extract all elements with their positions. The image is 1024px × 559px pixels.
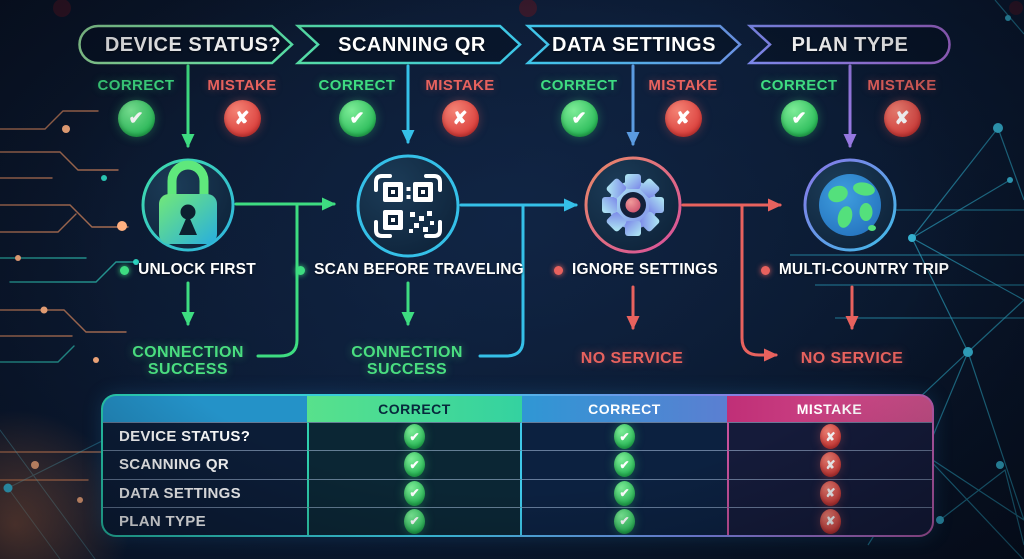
check-icon: ✔ <box>404 508 425 534</box>
cross-icon: ✘ <box>223 100 261 137</box>
cross-icon: ✘ <box>883 100 921 137</box>
bullet-icon <box>760 265 770 275</box>
table-cell: ✘ <box>727 422 932 451</box>
check-icon: ✔ <box>614 480 635 506</box>
outcome-connection-success-2: CONNECTION SUCCESS <box>351 344 463 378</box>
branch-correct-2: CORRECT ✔ <box>302 77 412 137</box>
table-header-empty <box>103 396 307 422</box>
gear-icon <box>584 156 682 254</box>
note-text: IGNORE SETTINGS <box>572 261 718 278</box>
cross-icon: ✘ <box>820 424 841 450</box>
table-cell: ✘ <box>727 506 932 535</box>
check-icon: ✔ <box>780 100 818 137</box>
table-row-label: DEVICE STATUS? <box>103 422 307 451</box>
bullet-icon <box>554 265 564 275</box>
lock-icon <box>141 158 235 252</box>
cross-icon: ✘ <box>820 480 841 506</box>
step-title-plan-type: PLAN TYPE <box>791 33 909 56</box>
elbow-to-no-service-2 <box>740 203 778 362</box>
mistake-label: MISTAKE <box>648 77 718 94</box>
table-row-label: DATA SETTINGS <box>103 478 307 507</box>
bullet-icon <box>296 265 306 275</box>
table-cell: ✔ <box>522 422 727 451</box>
globe-icon <box>803 158 897 252</box>
note-scan-before-traveling: SCAN BEFORE TRAVELING <box>285 261 535 279</box>
check-icon: ✔ <box>404 424 425 450</box>
table-cell: ✔ <box>307 478 522 507</box>
check-icon: ✔ <box>560 100 598 137</box>
step-title-data-settings: DATA SETTINGS <box>552 33 716 56</box>
cross-icon: ✘ <box>441 100 479 137</box>
correct-label: CORRECT <box>318 77 396 94</box>
note-ignore-settings: IGNORE SETTINGS <box>511 261 761 279</box>
correct-label: CORRECT <box>540 77 618 94</box>
check-icon: ✔ <box>614 508 635 534</box>
check-icon: ✔ <box>614 452 635 478</box>
correct-label: CORRECT <box>760 77 838 94</box>
correct-label: CORRECT <box>97 77 175 94</box>
table-cell: ✔ <box>307 422 522 451</box>
table-row-label: PLAN TYPE <box>103 506 307 535</box>
table-cell: ✘ <box>727 478 932 507</box>
table-cell: ✔ <box>522 506 727 535</box>
summary-table: CORRECT CORRECT MISTAKE DEVICE STATUS? ✔… <box>101 394 934 537</box>
check-icon: ✔ <box>338 100 376 137</box>
note-multi-country-trip: MULTI-COUNTRY TRIP <box>730 261 980 279</box>
cross-icon: ✘ <box>820 508 841 534</box>
outcome-no-service-1: NO SERVICE <box>580 350 684 367</box>
step-title-scanning-qr: SCANNING QR <box>338 33 486 56</box>
outcome-connection-success-1: CONNECTION SUCCESS <box>132 344 244 378</box>
note-text: UNLOCK FIRST <box>138 261 256 278</box>
table-cell: ✘ <box>727 450 932 479</box>
step-title-device-status: DEVICE STATUS? <box>104 33 282 56</box>
branch-correct-4: CORRECT ✔ <box>744 77 854 137</box>
mistake-label: MISTAKE <box>207 77 277 94</box>
outcome-no-service-2: NO SERVICE <box>800 350 904 367</box>
table-header-correct-2: CORRECT <box>522 396 727 422</box>
branch-correct-3: CORRECT ✔ <box>524 77 634 137</box>
cross-icon: ✘ <box>820 452 841 478</box>
table-row-label: SCANNING QR <box>103 450 307 479</box>
branch-mistake-1: MISTAKE ✘ <box>187 77 297 137</box>
note-text: SCAN BEFORE TRAVELING <box>314 261 524 278</box>
check-icon: ✔ <box>404 452 425 478</box>
table-cell: ✔ <box>307 450 522 479</box>
branch-mistake-4: MISTAKE ✘ <box>847 77 957 137</box>
table-cell: ✔ <box>307 506 522 535</box>
cross-icon: ✘ <box>664 100 702 137</box>
qr-code-icon <box>356 154 460 258</box>
note-text: MULTI-COUNTRY TRIP <box>778 261 950 278</box>
bullet-icon <box>120 265 130 275</box>
check-icon: ✔ <box>614 424 635 450</box>
branch-correct-1: CORRECT ✔ <box>81 77 191 137</box>
elbow-to-success-1 <box>256 202 299 358</box>
table-header-correct-1: CORRECT <box>307 396 522 422</box>
mistake-label: MISTAKE <box>425 77 495 94</box>
note-unlock-first: UNLOCK FIRST <box>63 261 313 279</box>
elbow-to-success-2 <box>478 203 525 358</box>
branch-mistake-2: MISTAKE ✘ <box>405 77 515 137</box>
check-icon: ✔ <box>117 100 155 137</box>
mistake-label: MISTAKE <box>867 77 937 94</box>
branch-mistake-3: MISTAKE ✘ <box>628 77 738 137</box>
check-icon: ✔ <box>404 480 425 506</box>
table-cell: ✔ <box>522 450 727 479</box>
table-header-mistake: MISTAKE <box>727 396 932 422</box>
table-cell: ✔ <box>522 478 727 507</box>
